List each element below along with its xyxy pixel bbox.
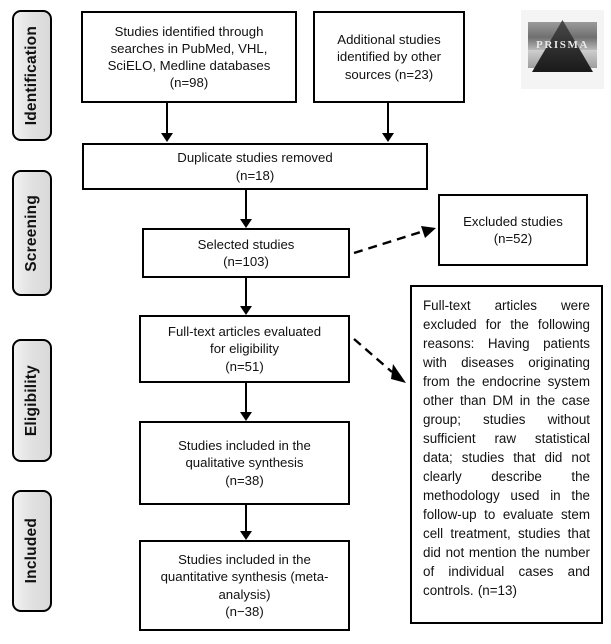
box-exclusion-reasons: Full-text articles were excluded for the… xyxy=(410,285,603,624)
arrowhead-duplicates-to-selected xyxy=(240,219,252,228)
box-duplicates-removed: Duplicate studies removed (n=18) xyxy=(82,143,428,190)
prisma-logo: PRISMA xyxy=(521,10,604,89)
box-exclusion-reasons-text: Full-text articles were excluded for the… xyxy=(423,298,590,599)
box-quantitative-synthesis: Studies included in the quantitative syn… xyxy=(139,540,350,631)
connector-qualitative-to-quantitative xyxy=(245,505,247,532)
connector-identified-to-duplicates xyxy=(166,103,168,134)
prisma-logo-text: PRISMA xyxy=(536,39,589,51)
box-identified-databases-text: Studies identified through searches in P… xyxy=(107,23,271,91)
box-excluded-studies: Excluded studies (n=52) xyxy=(438,194,588,266)
box-excluded-studies-text: Excluded studies (n=52) xyxy=(463,213,563,246)
arrowhead-fulltext-to-reasons xyxy=(391,364,406,383)
stage-pill-included: Included xyxy=(12,490,52,612)
connector-duplicates-to-selected xyxy=(245,190,247,220)
box-fulltext-evaluated-text: Full-text articles evaluated for eligibi… xyxy=(167,324,322,374)
box-identified-databases: Studies identified through searches in P… xyxy=(81,11,297,103)
box-fulltext-evaluated: Full-text articles evaluated for eligibi… xyxy=(139,315,350,383)
connector-fulltext-to-qualitative xyxy=(245,383,247,413)
stage-label-eligibility: Eligibility xyxy=(23,364,40,437)
box-duplicates-removed-text: Duplicate studies removed (n=18) xyxy=(177,150,333,183)
box-additional-sources-text: Additional studies identified by other s… xyxy=(336,32,442,82)
arrowhead-qualitative-to-quantitative xyxy=(240,531,252,540)
box-selected-studies-text: Selected studies (n=103) xyxy=(197,236,295,269)
arrowhead-additional-to-duplicates xyxy=(382,133,394,142)
box-selected-studies: Selected studies (n=103) xyxy=(142,228,350,278)
box-additional-sources: Additional studies identified by other s… xyxy=(313,11,465,103)
arrowhead-selected-to-fulltext xyxy=(240,306,252,315)
dashed-selected-to-excluded xyxy=(353,229,425,255)
box-qualitative-synthesis: Studies included in the qualitative synt… xyxy=(139,421,350,505)
arrowhead-fulltext-to-qualitative xyxy=(240,412,252,421)
stage-label-identification: Identification xyxy=(23,25,40,126)
stage-pill-eligibility: Eligibility xyxy=(12,339,52,462)
stage-pill-identification: Identification xyxy=(12,10,52,141)
box-quantitative-synthesis-text: Studies included in the quantitative syn… xyxy=(160,552,329,619)
stage-pill-screening: Screening xyxy=(12,170,52,296)
arrowhead-identified-to-duplicates xyxy=(161,133,173,142)
box-qualitative-synthesis-text: Studies included in the qualitative synt… xyxy=(178,438,311,488)
connector-additional-to-duplicates xyxy=(387,103,389,134)
dashed-fulltext-to-reasons xyxy=(353,338,393,373)
arrowhead-selected-to-excluded xyxy=(421,226,436,238)
stage-label-screening: Screening xyxy=(23,194,40,272)
connector-selected-to-fulltext xyxy=(245,278,247,307)
stage-label-included: Included xyxy=(23,518,40,584)
prisma-logo-graphic: PRISMA xyxy=(521,10,604,89)
